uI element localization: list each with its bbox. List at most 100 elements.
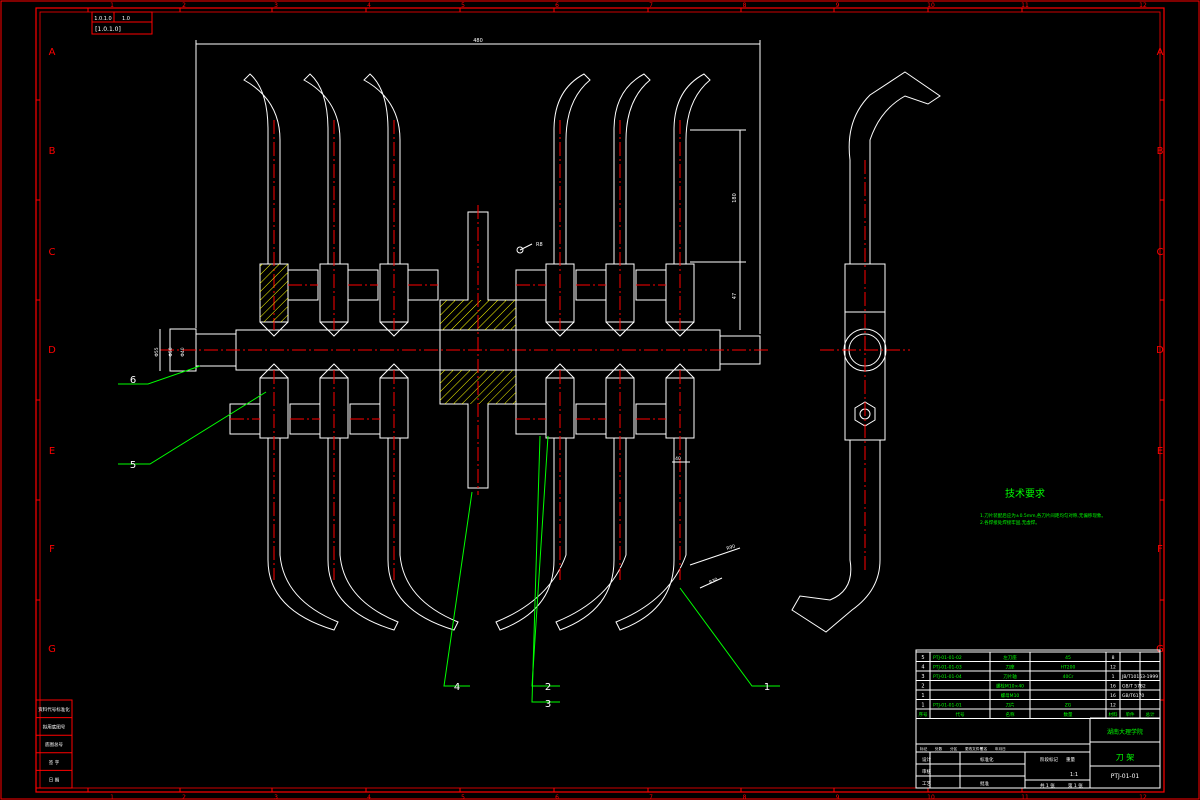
dim-shaft-dia-1: Φ40 <box>180 347 186 356</box>
bom-cell-no: 4 <box>921 665 924 671</box>
tb-scale: 1:1 <box>1070 772 1078 778</box>
upper-blade <box>673 73 711 264</box>
bom-header: 数量 <box>1064 711 1073 718</box>
dim-blade-width: 40 <box>675 456 681 462</box>
tb-rev-header: 年月日 <box>995 746 1006 751</box>
lower-blade <box>267 438 339 631</box>
grid-col-label-top: 8 <box>743 2 747 9</box>
bom-header: 代号 <box>956 711 965 718</box>
bom-cell-material: 45 <box>1065 655 1071 661</box>
tb-rev-header: 处数 <box>935 746 943 751</box>
bom-cell-name: 刀片 <box>1006 702 1015 709</box>
leader-line <box>679 587 780 687</box>
bom-cell-qty: 8 <box>1112 655 1115 661</box>
corner-stamp-box <box>91 11 153 35</box>
tb-sheet-total: 共 1 张 <box>1040 782 1055 789</box>
lower-holder-tip <box>379 363 409 379</box>
dim-blade-height: 180 <box>732 193 738 203</box>
grid-row-label-left: E <box>49 446 55 457</box>
grid-col-label-top: 12 <box>1139 2 1147 9</box>
upper-blade <box>553 73 591 264</box>
grid-col-label-bottom: 7 <box>649 794 653 800</box>
lower-blade <box>615 438 687 631</box>
bom-cell-no: 3 <box>921 674 924 680</box>
dim-shaft-dia-3: Φ55 <box>154 347 160 356</box>
grid-col-label-bottom: 5 <box>461 794 465 800</box>
grid-row-label-left: B <box>49 146 56 157</box>
notes-line-1: 1.刀片装配后应为±0.5mm,各刀片间距均匀对称,无偏移现象。 <box>980 512 1106 519</box>
tb-company: 湖南大理学院 <box>1107 728 1143 736</box>
upper-holder-tip <box>665 321 695 337</box>
leader-label: 4 <box>454 682 460 693</box>
upper-blade <box>303 73 341 264</box>
bom-cell-material: 40Cr <box>1063 674 1074 680</box>
bom-cell-std: GB/T 5782 <box>1122 684 1146 690</box>
leader-label: 2 <box>545 682 551 693</box>
left-strip-label: 签 字 <box>49 759 60 766</box>
tb-drawing-no: PTJ-01-01 <box>1111 773 1140 780</box>
dim-curve-radius-1: R90 <box>726 543 736 551</box>
side-blade-top <box>848 71 941 265</box>
side-hub <box>844 311 886 441</box>
grid-col-label-top: 4 <box>367 2 371 9</box>
leader-line <box>443 491 473 687</box>
bom-header: 总计 <box>1146 711 1155 718</box>
grid-row-label-left: D <box>48 345 56 356</box>
grid-row-label-left: G <box>48 644 56 655</box>
left-strip-label: 资料代号标准化 <box>38 706 70 713</box>
left-strip-box <box>35 699 73 789</box>
bom-cell-qty: 1 <box>1112 674 1115 680</box>
bom-cell-code: PTJ-01-01-03 <box>933 665 962 671</box>
left-strip-label: 底图总号 <box>45 741 63 748</box>
bom-cell-qty: 12 <box>1110 665 1116 671</box>
lower-holder-tip <box>665 363 695 379</box>
upper-blade <box>613 73 651 264</box>
dim-shaft-dia-2: Φ50 <box>168 347 174 356</box>
leader-line <box>531 435 560 703</box>
tb-sign-label: 审核 <box>922 768 931 775</box>
notes-line-2: 2.各焊接处焊接牢固,无虚焊。 <box>980 519 1040 526</box>
bom-header: 序号 <box>919 711 928 718</box>
dim-curve-radius-2: R30 <box>708 577 719 586</box>
lower-holder-tip <box>319 363 349 379</box>
tb-rev-header: 分区 <box>950 746 958 751</box>
bom-cell-name: 螺母M10 <box>1001 692 1020 699</box>
tb-sign-label: 工艺 <box>922 781 931 787</box>
grid-col-label-top: 11 <box>1021 2 1029 9</box>
lower-blade <box>387 438 459 631</box>
bom-cell-name: 螺栓M10×40 <box>996 683 1024 690</box>
leader-label: 1 <box>764 682 770 693</box>
tb-sign-label: 设计 <box>922 756 931 763</box>
upper-holder-tip <box>319 321 349 337</box>
grid-col-label-bottom: 8 <box>743 794 747 800</box>
bom-cell-std: JB/T10163-1999 <box>1121 674 1158 680</box>
lower-holder-tip <box>545 363 575 379</box>
bom-cell-code: PTJ-01-01-01 <box>933 703 962 709</box>
notes-title: 技术要求 <box>1005 487 1045 500</box>
dim-overall-width: 480 <box>473 38 483 44</box>
roughness-symbol <box>516 246 524 254</box>
tb-sheet-no: 第 1 张 <box>1068 782 1083 789</box>
grid-col-label-bottom: 4 <box>367 794 371 800</box>
left-strip-label: 拟用底图号 <box>43 724 66 731</box>
corner-stamp-cell: 1.0 <box>122 16 130 22</box>
grid-col-label-bottom: 3 <box>274 794 278 800</box>
grid-col-label-top: 9 <box>836 2 840 9</box>
grid-row-label-right: D <box>1156 345 1164 356</box>
front-view <box>160 73 768 631</box>
bom-cell-qty: 16 <box>1110 693 1116 699</box>
grid-col-label-bottom: 1 <box>110 794 114 800</box>
bom-cell-code: PTJ-01-01-04 <box>933 674 962 680</box>
bom-cell-qty: 16 <box>1110 684 1116 690</box>
bom-cell-no: 1 <box>921 693 924 699</box>
grid-row-label-left: C <box>49 247 56 258</box>
tb-stage-label: 阶段标记 <box>1040 756 1058 763</box>
tb-approve-label: 批准 <box>980 780 989 787</box>
upper-blade <box>363 73 401 264</box>
